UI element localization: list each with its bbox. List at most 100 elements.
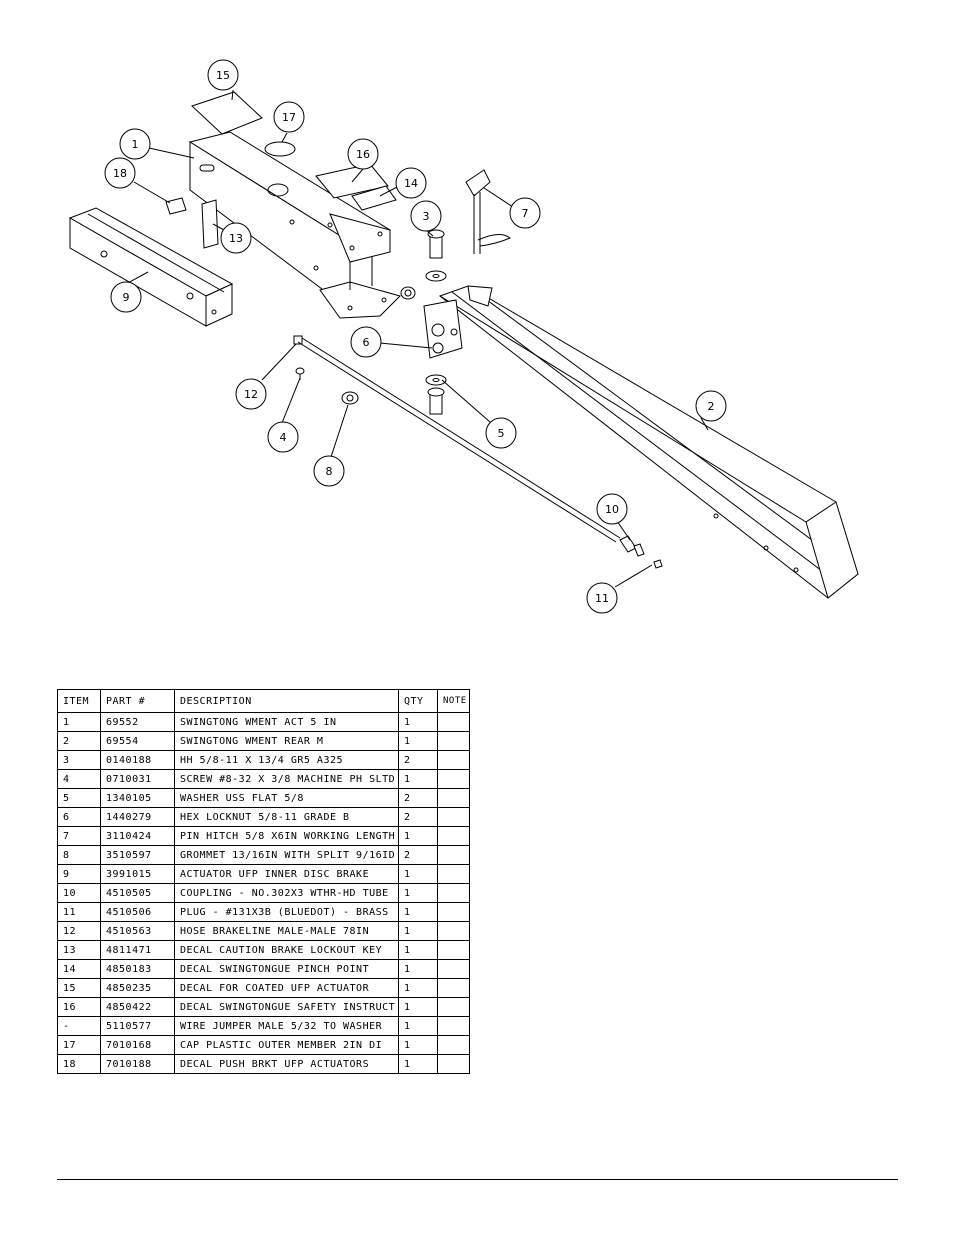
cell-part: 3110424	[100, 826, 175, 846]
cell-item: 18	[57, 1054, 101, 1074]
cell-item: 8	[57, 845, 101, 865]
cell-description: DECAL SWINGTONGUE SAFETY INSTRUCT	[174, 997, 399, 1017]
cell-description: HOSE BRAKELINE MALE-MALE 78IN	[174, 921, 399, 941]
column-header-part: PART #	[100, 689, 175, 713]
cell-note	[437, 940, 470, 960]
cell-qty: 1	[398, 978, 438, 998]
callout-number: 11	[595, 592, 609, 605]
callout-7: 7	[509, 197, 541, 229]
cell-qty: 1	[398, 769, 438, 789]
cell-part: 4510506	[100, 902, 175, 922]
cell-description: WIRE JUMPER MALE 5/32 TO WASHER	[174, 1016, 399, 1036]
callout-number: 9	[123, 291, 130, 304]
callout-number: 4	[280, 431, 287, 444]
cell-part: 4510563	[100, 921, 175, 941]
cell-item: 16	[57, 997, 101, 1017]
cell-description: SWINGTONG WMENT ACT 5 IN	[174, 712, 399, 732]
callout-2: 2	[695, 390, 727, 422]
cell-item: 12	[57, 921, 101, 941]
cell-description: SCREW #8-32 X 3/8 MACHINE PH SLTD	[174, 769, 399, 789]
callout-number: 14	[404, 177, 418, 190]
cell-description: GROMMET 13/16IN WITH SPLIT 9/16ID	[174, 845, 399, 865]
cell-part: 5110577	[100, 1016, 175, 1036]
leader-lines	[125, 89, 709, 588]
callout-11: 11	[586, 582, 618, 614]
cell-description: CAP PLASTIC OUTER MEMBER 2IN DI	[174, 1035, 399, 1055]
cell-note	[437, 883, 470, 903]
cell-qty: 2	[398, 845, 438, 865]
cell-qty: 1	[398, 712, 438, 732]
cell-note	[437, 959, 470, 979]
cell-item: 9	[57, 864, 101, 884]
cell-item: 13	[57, 940, 101, 960]
callout-4: 4	[267, 421, 299, 453]
column-header-qty: QTY	[398, 689, 438, 713]
cell-part: 1340105	[100, 788, 175, 808]
callout-number: 12	[244, 388, 258, 401]
cell-note	[437, 788, 470, 808]
footer-divider	[57, 1179, 898, 1180]
cell-description: HH 5/8-11 X 13/4 GR5 A325	[174, 750, 399, 770]
callout-1: 1	[119, 128, 151, 160]
cell-note	[437, 978, 470, 998]
cell-part: 4811471	[100, 940, 175, 960]
cell-description: PIN HITCH 5/8 X6IN WORKING LENGTH	[174, 826, 399, 846]
cell-note	[437, 826, 470, 846]
callout-number: 6	[363, 336, 370, 349]
cell-description: DECAL SWINGTONGUE PINCH POINT	[174, 959, 399, 979]
decal-18	[165, 197, 187, 215]
part-2-rear-tube	[438, 285, 859, 599]
cell-item: 4	[57, 769, 101, 789]
cell-qty: 1	[398, 864, 438, 884]
cell-item: 11	[57, 902, 101, 922]
callout-number: 8	[326, 465, 333, 478]
cell-item: -	[57, 1016, 101, 1036]
cell-description: SWINGTONG WMENT REAR M	[174, 731, 399, 751]
cell-item: 2	[57, 731, 101, 751]
cell-qty: 2	[398, 807, 438, 827]
part-6-hinge-bracket	[423, 299, 463, 359]
exploded-parts-diagram: 15 17 1 16 14 18 7 3 13 9 6 12 4 5 2 8 1…	[68, 59, 859, 614]
callout-16: 16	[347, 138, 379, 170]
callout-14: 14	[395, 167, 427, 199]
cell-qty: 2	[398, 788, 438, 808]
part-12-brake-hose	[293, 335, 621, 543]
callout-number: 18	[113, 167, 127, 180]
cell-description: ACTUATOR UFP INNER DISC BRAKE	[174, 864, 399, 884]
cell-part: 4850183	[100, 959, 175, 979]
part-11-plug	[653, 559, 663, 569]
part-3-bolts	[427, 229, 445, 415]
cell-qty: 1	[398, 940, 438, 960]
decal-16	[315, 163, 389, 199]
cell-part: 0140188	[100, 750, 175, 770]
cell-note	[437, 807, 470, 827]
part-9-inner-actuator	[68, 207, 234, 327]
cell-part: 3510597	[100, 845, 175, 865]
cap-17	[264, 141, 296, 157]
cell-note	[437, 731, 470, 751]
cell-note	[437, 1054, 470, 1074]
decal-13	[201, 199, 219, 249]
cell-item: 7	[57, 826, 101, 846]
cell-item: 10	[57, 883, 101, 903]
table-header-row: ITEM PART # DESCRIPTION QTY NOTE	[57, 689, 470, 713]
callout-number: 7	[522, 207, 529, 220]
cell-item: 17	[57, 1035, 101, 1055]
cell-qty: 2	[398, 750, 438, 770]
part-7-hitch-pin	[465, 169, 511, 254]
callout-number: 1	[132, 138, 139, 151]
cell-item: 6	[57, 807, 101, 827]
cell-item: 1	[57, 712, 101, 732]
cell-note	[437, 769, 470, 789]
